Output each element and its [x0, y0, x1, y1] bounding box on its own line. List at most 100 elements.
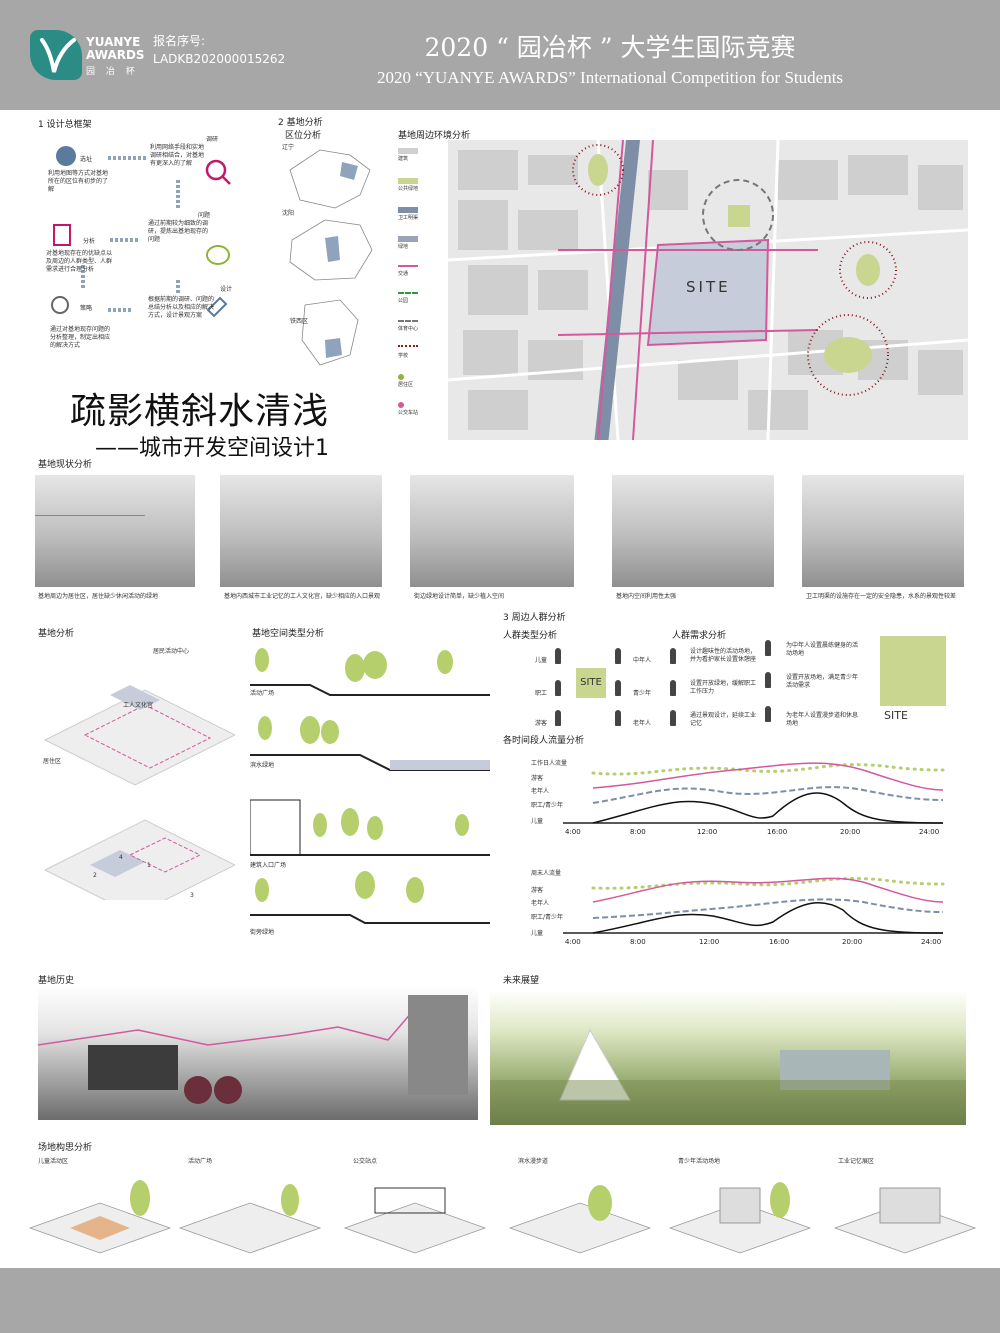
legend-swatch — [398, 374, 404, 380]
person-icon — [555, 710, 561, 726]
crowd-site-box: SITE — [576, 668, 606, 698]
flow-chart-weekend: 周末人流量 游客 老年人 职工/青少年 儿童 4:00 8:00 12:00 1… — [503, 860, 953, 960]
crowd-need-text: 通过景观设计，延续工业记忆 — [690, 712, 757, 727]
school-marker — [807, 314, 889, 396]
legend-label: 学校 — [398, 353, 409, 359]
person-icon — [670, 710, 676, 726]
chat-icon — [206, 245, 230, 265]
legend-label: 公交车站 — [398, 410, 419, 416]
flow-row-label: 儿童 — [531, 818, 544, 825]
logo-mark-icon — [30, 30, 82, 80]
person-icon — [765, 640, 771, 656]
site-base-diagram: 居民活动中心 工人文化宫 居住区 1 2 3 4 — [35, 640, 237, 916]
section-site-analysis-title: 2 基地分析 — [278, 118, 323, 128]
legend-swatch — [398, 265, 418, 267]
registration-number: LADKB202000015262 — [153, 52, 286, 66]
site-base-label: 1 — [147, 862, 151, 869]
legend-swatch — [398, 236, 418, 242]
time-tick: 20:00 — [840, 828, 861, 836]
legend-label: 交通 — [398, 271, 409, 277]
title-english: 2020 “YUANYE AWARDS” International Compe… — [376, 68, 844, 87]
crowd-type-label: 儿童 — [535, 657, 548, 664]
crowd-type-label: 老年人 — [633, 720, 652, 727]
section-label: 街旁绿地 — [250, 929, 275, 936]
site-label: SITE — [686, 278, 731, 296]
photo-caption: 基地内西城市工业记忆的工人文化宫，缺少相应的入口景观 — [224, 593, 381, 600]
crowd-type-title: 人群类型分析 — [503, 631, 558, 641]
flow-chart-title: 工作日人流量 — [531, 760, 568, 767]
document-icon — [53, 224, 71, 246]
crowd-need-site-label: SITE — [884, 709, 908, 722]
legend-label: 体育中心 — [398, 326, 419, 332]
crowd-type-label: 职工 — [535, 690, 548, 697]
site-base-label: 居民活动中心 — [153, 648, 190, 655]
school-marker — [839, 241, 897, 299]
photo-caption: 街边绿地设计简单，缺少植入空间 — [414, 593, 505, 600]
legend-label: 居住区 — [398, 382, 414, 388]
legend-swatch — [398, 292, 418, 294]
time-tick: 4:00 — [565, 828, 581, 836]
time-tick: 8:00 — [630, 828, 646, 836]
photo-caption: 基地内空间利用性太强 — [616, 593, 677, 600]
framework-node-label: 设计 — [220, 286, 233, 293]
person-icon — [555, 648, 561, 664]
framework-node-label: 问题 — [198, 212, 211, 219]
school-marker — [572, 144, 624, 196]
concept-label: 活动广场 — [188, 1158, 213, 1165]
time-tick: 8:00 — [630, 938, 646, 946]
person-icon — [765, 706, 771, 722]
flow-row-label: 游客 — [531, 775, 544, 782]
time-tick: 16:00 — [767, 828, 788, 836]
framework-node-label: 策略 — [80, 305, 93, 312]
future-collage — [490, 990, 966, 1125]
main-title: 疏影横斜水清浅 — [70, 391, 330, 432]
section-label: 活动广场 — [250, 690, 275, 697]
crowd-need-text: 为中年人设置晨练健身的活动场地 — [786, 642, 859, 657]
surroundings-map: SITE — [448, 140, 968, 440]
legend-label: 公共绿地 — [398, 186, 419, 192]
time-tick: 4:00 — [565, 938, 581, 946]
flow-row-label: 儿童 — [531, 930, 544, 937]
site-photo — [802, 475, 964, 587]
sports-center-marker — [702, 179, 774, 251]
site-base-label: 2 — [93, 872, 97, 879]
crowd-need-title: 人群需求分析 — [672, 631, 727, 641]
current-title: 基地现状分析 — [38, 460, 93, 470]
history-collage — [38, 985, 478, 1120]
crowd-title: 3 周边人群分析 — [503, 613, 566, 623]
section-framework-title: 1 设计总框架 — [38, 120, 92, 130]
crowd-site-label: SITE — [580, 677, 602, 688]
registration-label: 报名序号: — [153, 34, 206, 48]
concept-label: 儿童活动区 — [38, 1158, 69, 1165]
future-title: 未来展望 — [503, 976, 540, 986]
person-icon — [615, 710, 621, 726]
person-icon — [555, 680, 561, 696]
flow-row-label: 老年人 — [531, 788, 550, 795]
crowd-type-label: 游客 — [535, 720, 548, 727]
site-photo — [220, 475, 382, 587]
person-icon — [670, 648, 676, 664]
legend-swatch — [398, 178, 418, 184]
site-photo — [612, 475, 774, 587]
logo-text: YUANYE AWARDS — [86, 35, 145, 62]
framework-node-text: 通过对基地现存问题的分析整理，制定出相应的解决方式 — [50, 326, 111, 349]
concept-label: 公交站点 — [353, 1158, 378, 1165]
title-chinese: 2020 “ 园冶杯 ” 大学生国际竞赛 — [424, 33, 796, 62]
legend-swatch — [398, 207, 418, 213]
time-tick: 12:00 — [697, 828, 718, 836]
legend-swatch — [398, 148, 418, 154]
legend-label: 公园 — [398, 298, 409, 304]
space-type-title: 基地空间类型分析 — [252, 629, 325, 639]
legend-label: 建筑 — [398, 156, 409, 162]
framework-node-text: 利用地图等方式对基地所在的区位有初步的了解 — [48, 170, 109, 193]
crowd-type-label: 青少年 — [633, 690, 652, 697]
crowd-type-label: 中年人 — [633, 657, 652, 664]
site-photo — [410, 475, 574, 587]
location-maps: 辽宁 沈阳 铁西区 — [280, 140, 390, 380]
concept-row: 儿童活动区 活动广场 公交站点 滨水漫步道 青少年活动场地 工业记忆展区 — [20, 1158, 980, 1258]
framework-node-text: 对基地现存在的优缺点以及周边的人群类型、人群需求进行合理分析 — [46, 250, 113, 273]
site-base-label: 4 — [119, 854, 123, 861]
flow-row-label: 老年人 — [531, 900, 550, 907]
site-base-label: 3 — [190, 892, 194, 899]
footer-bar — [0, 1268, 1000, 1333]
